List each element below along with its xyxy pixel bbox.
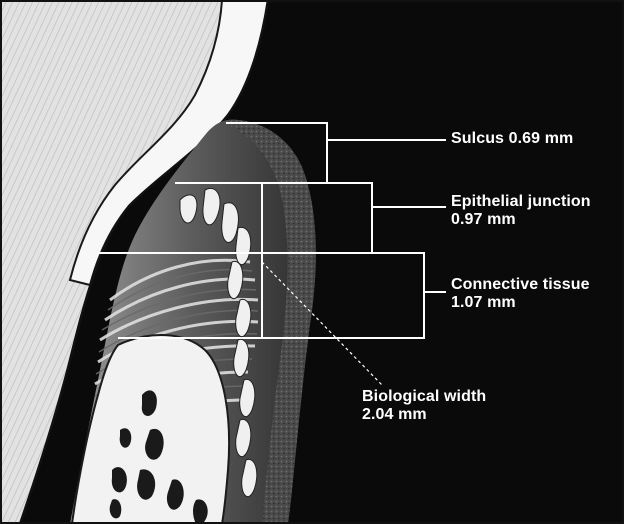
biological-width-title: Biological width [362,388,486,406]
connective-tissue-value: 1.07 mm [451,294,590,312]
connective-tissue-title: Connective tissue [451,276,590,294]
sulcus-label-text: Sulcus 0.69 mm [451,130,573,148]
biological-width-value: 2.04 mm [362,406,486,424]
sulcus-label: Sulcus 0.69 mm [451,130,573,148]
epithelial-junction-label: Epithelial junction 0.97 mm [451,193,591,229]
epithelial-junction-value: 0.97 mm [451,211,591,229]
connective-tissue-label: Connective tissue 1.07 mm [451,276,590,312]
biological-width-label: Biological width 2.04 mm [362,388,486,424]
epithelial-junction-title: Epithelial junction [451,193,591,211]
